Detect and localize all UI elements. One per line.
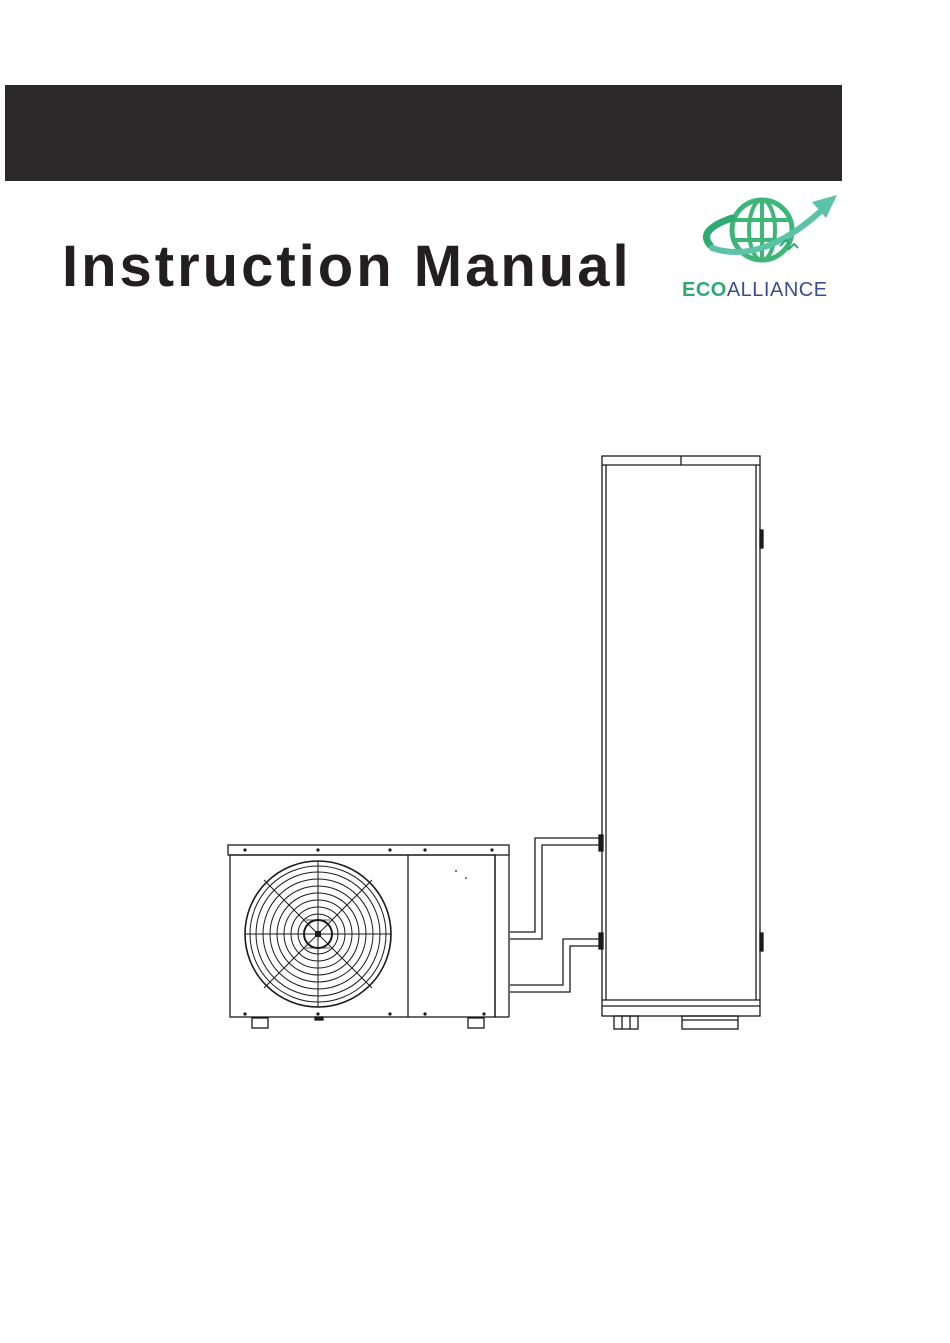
connecting-pipes [510, 838, 599, 992]
fan-guard [245, 861, 391, 1007]
logo-eco-text: ECO [682, 279, 727, 301]
outdoor-unit [228, 845, 509, 1028]
globe-arrow-icon [692, 190, 842, 275]
header-band [5, 85, 842, 181]
ecoalliance-logo: ECOALLIANCE [682, 190, 842, 310]
logo-alliance-text: ALLIANCE [727, 279, 828, 301]
heat-pump-illustration [220, 450, 780, 1040]
hot-water-tank [599, 456, 763, 1029]
logo-wordmark: ECOALLIANCE [682, 279, 842, 302]
document-title: Instruction Manual [62, 238, 632, 296]
